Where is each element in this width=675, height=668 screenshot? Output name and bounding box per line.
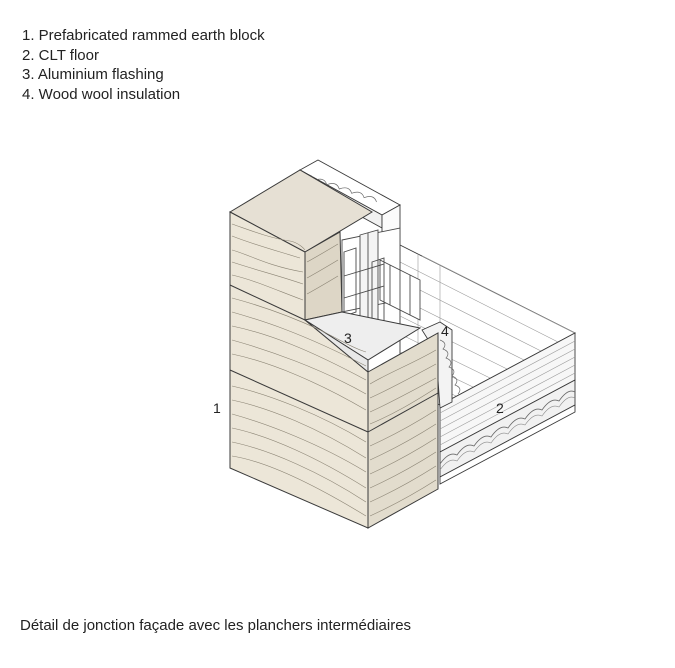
callout-1: 1: [213, 400, 221, 416]
earth-strata-upper: [306, 243, 339, 295]
legend: 1. Prefabricated rammed earth block 2. C…: [22, 26, 265, 104]
callout-2: 2: [496, 400, 504, 416]
earth-strata-front: [369, 349, 437, 517]
callout-4: 4: [441, 323, 449, 339]
rammed-earth-block: [228, 169, 439, 529]
earth-strata: [231, 223, 367, 517]
legend-item-1: 1. Prefabricated rammed earth block: [22, 27, 265, 44]
legend-item-2: 2. CLT floor: [22, 46, 99, 64]
window-frame: [341, 227, 421, 331]
callout-3: 3: [344, 330, 352, 346]
legend-item-4: 4. Wood wool insulation: [22, 85, 181, 103]
figure-caption: Détail de jonction façade avec les planc…: [20, 617, 412, 634]
clt-floor: [399, 244, 576, 485]
legend-item-3: 3. Aluminium flashing: [22, 66, 164, 83]
